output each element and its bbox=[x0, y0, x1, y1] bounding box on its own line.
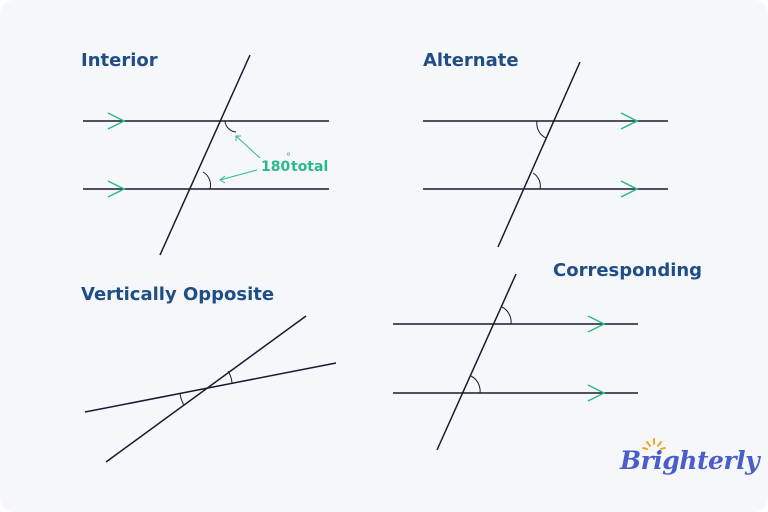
parallel-arrow-icon bbox=[587, 315, 606, 402]
alternate-angle-arc-top bbox=[536, 120, 547, 139]
parallel-arrow-icon bbox=[107, 112, 126, 198]
vertical-angle-arc-right bbox=[227, 370, 233, 384]
interior-transversal bbox=[159, 54, 251, 256]
vertical-line-a bbox=[84, 362, 337, 413]
interior-angle-arc-top bbox=[224, 120, 237, 133]
parallel-arrow-icon bbox=[620, 112, 639, 198]
annotation-degree-sign: ° bbox=[286, 152, 291, 163]
alternate-figure bbox=[423, 61, 668, 248]
interior-figure bbox=[83, 54, 329, 256]
title-interior: Interior bbox=[81, 50, 158, 71]
vertically-opposite-figure bbox=[84, 315, 337, 463]
annotation-180: 180 bbox=[261, 159, 290, 175]
title-alternate: Alternate bbox=[423, 50, 519, 71]
alternate-transversal bbox=[497, 61, 581, 248]
brand-name: Brighterly bbox=[620, 446, 760, 475]
title-vertically-opposite: Vertically Opposite bbox=[81, 284, 275, 305]
corresponding-angle-arc-top bbox=[501, 306, 512, 325]
annotation-total: total bbox=[291, 159, 328, 175]
sun-icon bbox=[642, 438, 666, 450]
corresponding-figure bbox=[393, 273, 638, 451]
alternate-angle-arc-bottom bbox=[532, 172, 541, 190]
vertical-angle-arc-left bbox=[179, 392, 185, 406]
title-corresponding: Corresponding bbox=[553, 260, 703, 281]
corresponding-transversal bbox=[436, 273, 517, 451]
vertical-line-b bbox=[105, 315, 307, 463]
brighterly-logo: Brighterly bbox=[620, 438, 760, 486]
interior-angle-arc-bottom bbox=[202, 171, 211, 190]
annotation-pointer-arrows bbox=[219, 135, 261, 184]
corresponding-angle-arc-bottom bbox=[470, 375, 481, 394]
